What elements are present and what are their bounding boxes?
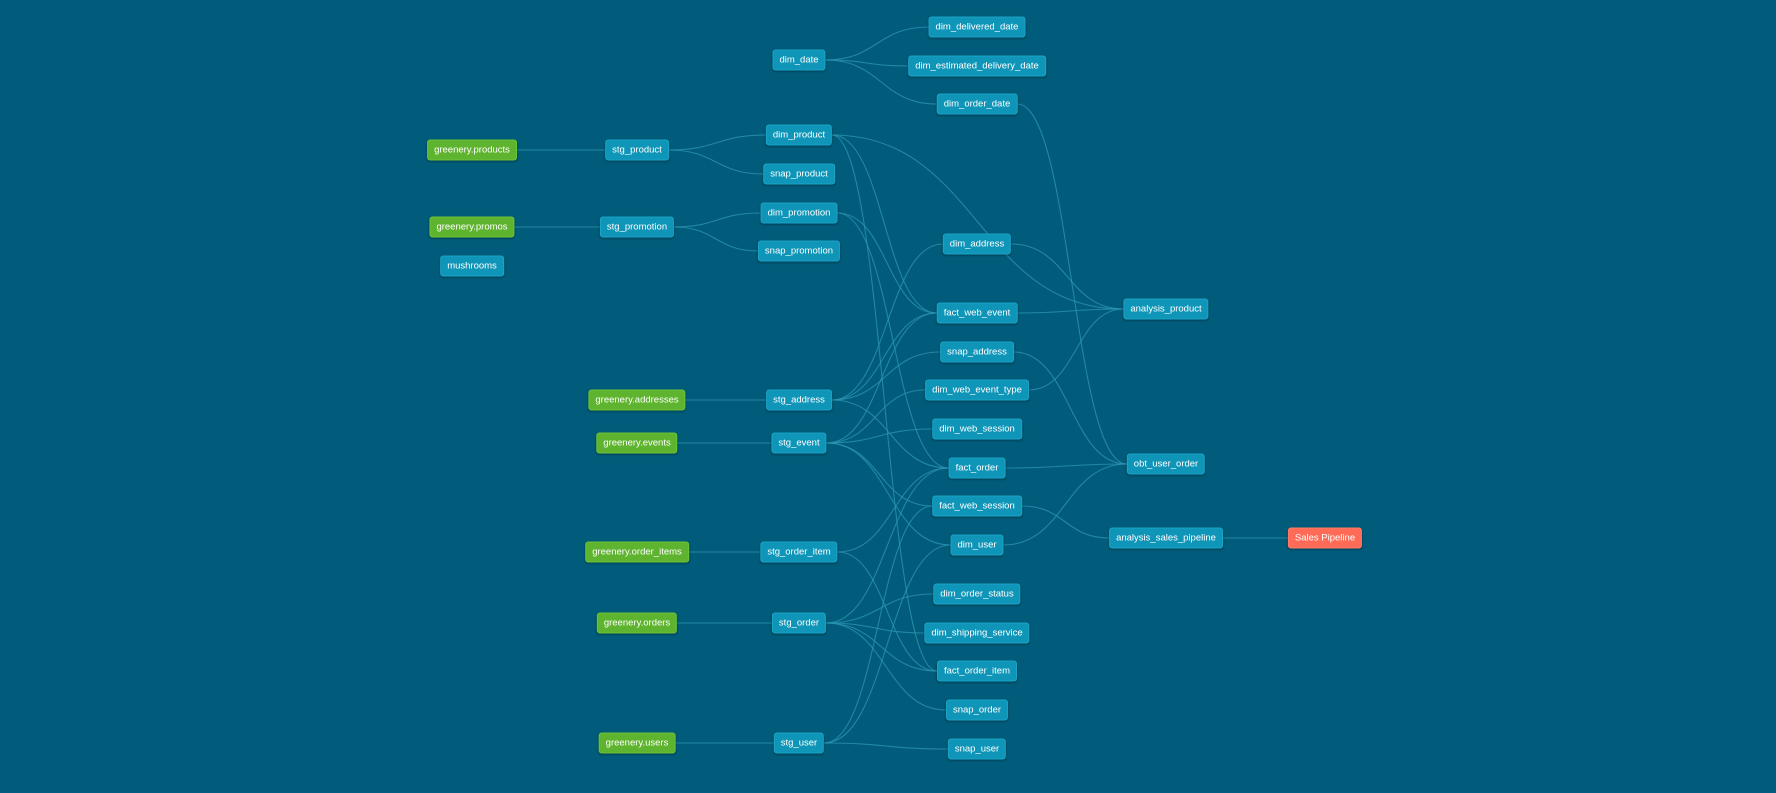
node-sales-pipeline[interactable]: Sales Pipeline <box>1287 527 1363 549</box>
node-dim-web-session[interactable]: dim_web_session <box>932 418 1022 440</box>
node-dim-user[interactable]: dim_user <box>950 534 1004 556</box>
node-dim-estimated-delivery-date[interactable]: dim_estimated_delivery_date <box>908 55 1046 77</box>
edge-dim-date-to-dim-order-date <box>825 59 937 105</box>
edge-stg-address-to-snap-address <box>831 351 941 401</box>
edge-stg-address-to-dim-address <box>831 243 943 401</box>
edge-dim-address-to-analysis-product <box>1011 243 1124 310</box>
node-dim-promotion[interactable]: dim_promotion <box>760 202 838 224</box>
node-dim-order-date[interactable]: dim_order_date <box>936 93 1018 115</box>
edge-stg-event-to-dim-web-event-type <box>826 389 926 444</box>
node-dim-order-status[interactable]: dim_order_status <box>933 583 1021 605</box>
edge-stg-address-to-fact-web-event <box>831 312 937 401</box>
edge-dim-promotion-to-fact-web-event <box>837 212 937 314</box>
edge-stg-user-to-dim-user <box>824 544 951 744</box>
node-stg-promotion[interactable]: stg_promotion <box>599 216 675 238</box>
edge-dim-product-to-fact-web-event <box>832 134 937 314</box>
edge-dim-web-event-type-to-analysis-product <box>1028 308 1124 391</box>
node-analysis-sales-pipeline[interactable]: analysis_sales_pipeline <box>1109 527 1223 549</box>
node-stg-address[interactable]: stg_address <box>766 389 832 411</box>
edge-dim-user-to-obt-user-order <box>1003 463 1127 546</box>
edge-stg-order-to-fact-order-item <box>826 622 937 672</box>
node-dim-web-event-type[interactable]: dim_web_event_type <box>925 379 1029 401</box>
node-stg-product[interactable]: stg_product <box>605 139 669 161</box>
edge-stg-order-to-dim-order-status <box>826 593 934 624</box>
edge-stg-order-to-dim-shipping-service <box>826 622 925 634</box>
node-snap-user[interactable]: snap_user <box>947 738 1007 760</box>
node-stg-event[interactable]: stg_event <box>771 432 827 454</box>
edge-stg-order-to-snap-order <box>826 622 946 711</box>
node-obt-user-order[interactable]: obt_user_order <box>1126 453 1206 475</box>
node-stg-order[interactable]: stg_order <box>771 612 827 634</box>
node-fact-order-item[interactable]: fact_order_item <box>936 660 1018 682</box>
node-fact-order[interactable]: fact_order <box>948 457 1006 479</box>
edge-stg-event-to-dim-user <box>826 442 951 546</box>
node-snap-order[interactable]: snap_order <box>945 699 1009 721</box>
edge-stg-user-to-fact-web-session <box>824 505 933 744</box>
edge-dim-product-to-analysis-product <box>832 134 1124 310</box>
edge-stg-event-to-dim-web-session <box>826 428 933 444</box>
node-greenery-orders[interactable]: greenery.orders <box>596 612 678 634</box>
edge-snap-address-to-obt-user-order <box>1013 351 1127 465</box>
node-dim-delivered-date[interactable]: dim_delivered_date <box>928 16 1026 38</box>
node-stg-order-item[interactable]: stg_order_item <box>760 541 838 563</box>
node-greenery-addresses[interactable]: greenery.addresses <box>588 389 686 411</box>
node-dim-address[interactable]: dim_address <box>942 233 1012 255</box>
edge-stg-order-item-to-fact-order-item <box>837 551 937 672</box>
node-mushrooms[interactable]: mushrooms <box>440 255 504 277</box>
edge-dim-promotion-to-fact-order <box>837 212 949 469</box>
edge-stg-address-to-fact-order <box>831 399 949 469</box>
edge-dim-date-to-dim-delivered-date <box>825 26 929 61</box>
edge-dim-order-date-to-obt-user-order <box>1017 103 1127 465</box>
edge-stg-event-to-fact-web-session <box>826 442 933 507</box>
edge-fact-web-event-to-analysis-product <box>1017 308 1124 314</box>
node-stg-user[interactable]: stg_user <box>773 732 825 754</box>
edge-stg-user-to-snap-user <box>824 742 948 750</box>
edge-fact-order-to-obt-user-order <box>1005 463 1127 469</box>
node-analysis-product[interactable]: analysis_product <box>1123 298 1209 320</box>
node-greenery-products[interactable]: greenery.products <box>427 139 517 161</box>
node-greenery-promos[interactable]: greenery.promos <box>429 216 515 238</box>
node-dim-date[interactable]: dim_date <box>772 49 826 71</box>
edge-fact-web-session-to-analysis-sales-pipeline <box>1021 505 1110 539</box>
node-fact-web-session[interactable]: fact_web_session <box>932 495 1022 517</box>
node-greenery-events[interactable]: greenery.events <box>596 432 678 454</box>
edge-stg-product-to-snap-product <box>668 149 764 175</box>
edge-stg-order-to-fact-order <box>826 467 949 624</box>
node-snap-promotion[interactable]: snap_promotion <box>757 240 841 262</box>
edge-stg-order-item-to-fact-order <box>837 467 949 553</box>
edge-stg-promotion-to-dim-promotion <box>674 212 761 228</box>
node-dim-product[interactable]: dim_product <box>765 124 833 146</box>
edge-stg-product-to-dim-product <box>668 134 766 151</box>
edge-stg-promotion-to-snap-promotion <box>674 226 758 252</box>
node-snap-address[interactable]: snap_address <box>940 341 1014 363</box>
node-greenery-order-items[interactable]: greenery.order_items <box>585 541 689 563</box>
node-fact-web-event[interactable]: fact_web_event <box>936 302 1018 324</box>
node-snap-product[interactable]: snap_product <box>763 163 835 185</box>
node-dim-shipping-service[interactable]: dim_shipping_service <box>924 622 1030 644</box>
node-greenery-users[interactable]: greenery.users <box>598 732 676 754</box>
edge-dim-product-to-fact-order-item <box>832 134 938 672</box>
